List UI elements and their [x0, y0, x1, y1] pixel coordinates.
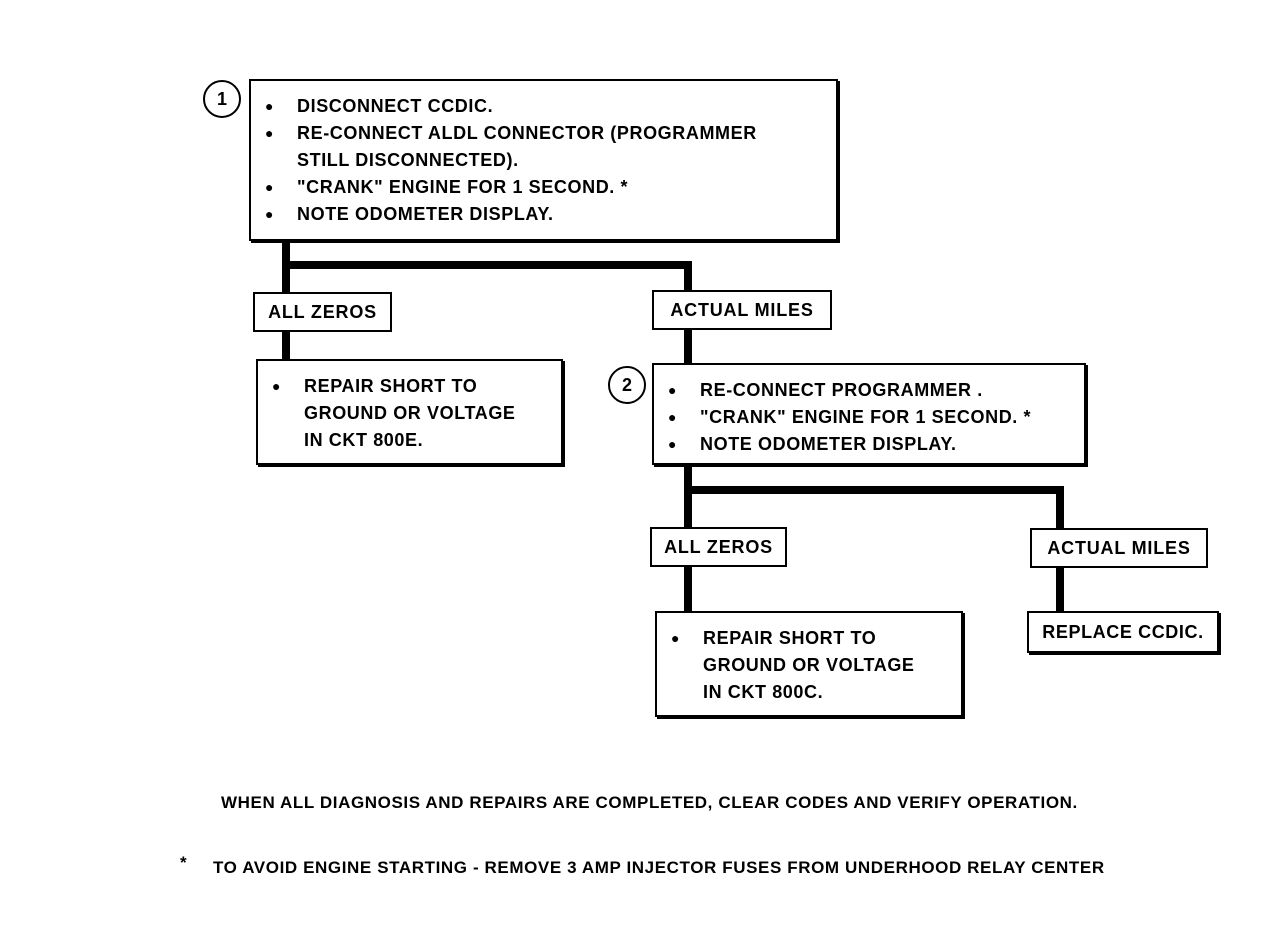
- step-1-number: 1: [203, 80, 241, 118]
- step1-line: DISCONNECT CCDIC.: [251, 93, 836, 120]
- asterisk-marker: *: [180, 853, 188, 872]
- repair1-line: GROUND OR VOLTAGE: [304, 403, 516, 423]
- step-2-number: 2: [608, 366, 646, 404]
- replace-ccdic-text: REPLACE CCDIC.: [1042, 622, 1204, 642]
- branch-1-actual-miles-label: ACTUAL MILES: [652, 290, 832, 330]
- repair1-line: REPAIR SHORT TO: [258, 373, 561, 400]
- step-2-instructions: RE-CONNECT PROGRAMMER ."CRANK" ENGINE FO…: [654, 377, 1084, 458]
- step1-line: RE-CONNECT ALDL CONNECTOR (PROGRAMMER: [251, 120, 836, 147]
- repair-1-box: REPAIR SHORT TO GROUND OR VOLTAGE IN CKT 8…: [256, 359, 563, 465]
- branch-1-all-zeros-label: ALL ZEROS: [253, 292, 392, 332]
- step-1-instructions: DISCONNECT CCDIC.RE-CONNECT ALDL CONNECT…: [251, 93, 836, 228]
- step1-line: STILL DISCONNECTED).: [297, 150, 519, 170]
- asterisk-note: TO AVOID ENGINE STARTING - REMOVE 3 AMP …: [213, 858, 1105, 877]
- step-2-box: RE-CONNECT PROGRAMMER ."CRANK" ENGINE FO…: [652, 363, 1086, 465]
- replace-ccdic-box: REPLACE CCDIC.: [1027, 611, 1219, 653]
- repair2-line: GROUND OR VOLTAGE: [703, 655, 915, 675]
- repair2-line: REPAIR SHORT TO: [657, 625, 961, 652]
- completion-note: WHEN ALL DIAGNOSIS AND REPAIRS ARE COMPL…: [221, 793, 1078, 812]
- step2-line: NOTE ODOMETER DISPLAY.: [654, 431, 1084, 458]
- branch-2-all-zeros-label: ALL ZEROS: [650, 527, 787, 567]
- step1-line: NOTE ODOMETER DISPLAY.: [251, 201, 836, 228]
- step2-line: RE-CONNECT PROGRAMMER .: [654, 377, 1084, 404]
- branch-2-actual-miles-label: ACTUAL MILES: [1030, 528, 1208, 568]
- repair1-line: IN CKT 800E.: [304, 430, 424, 450]
- repair2-line: IN CKT 800C.: [703, 682, 824, 702]
- step2-line: "CRANK" ENGINE FOR 1 SECOND. *: [654, 404, 1084, 431]
- repair-1-instructions: REPAIR SHORT TO GROUND OR VOLTAGE IN CKT 8…: [258, 373, 561, 454]
- repair-2-instructions: REPAIR SHORT TO GROUND OR VOLTAGE IN CKT 8…: [657, 625, 961, 706]
- step1-line: "CRANK" ENGINE FOR 1 SECOND. *: [251, 174, 836, 201]
- repair-2-box: REPAIR SHORT TO GROUND OR VOLTAGE IN CKT 8…: [655, 611, 963, 717]
- step-1-box: DISCONNECT CCDIC.RE-CONNECT ALDL CONNECT…: [249, 79, 838, 241]
